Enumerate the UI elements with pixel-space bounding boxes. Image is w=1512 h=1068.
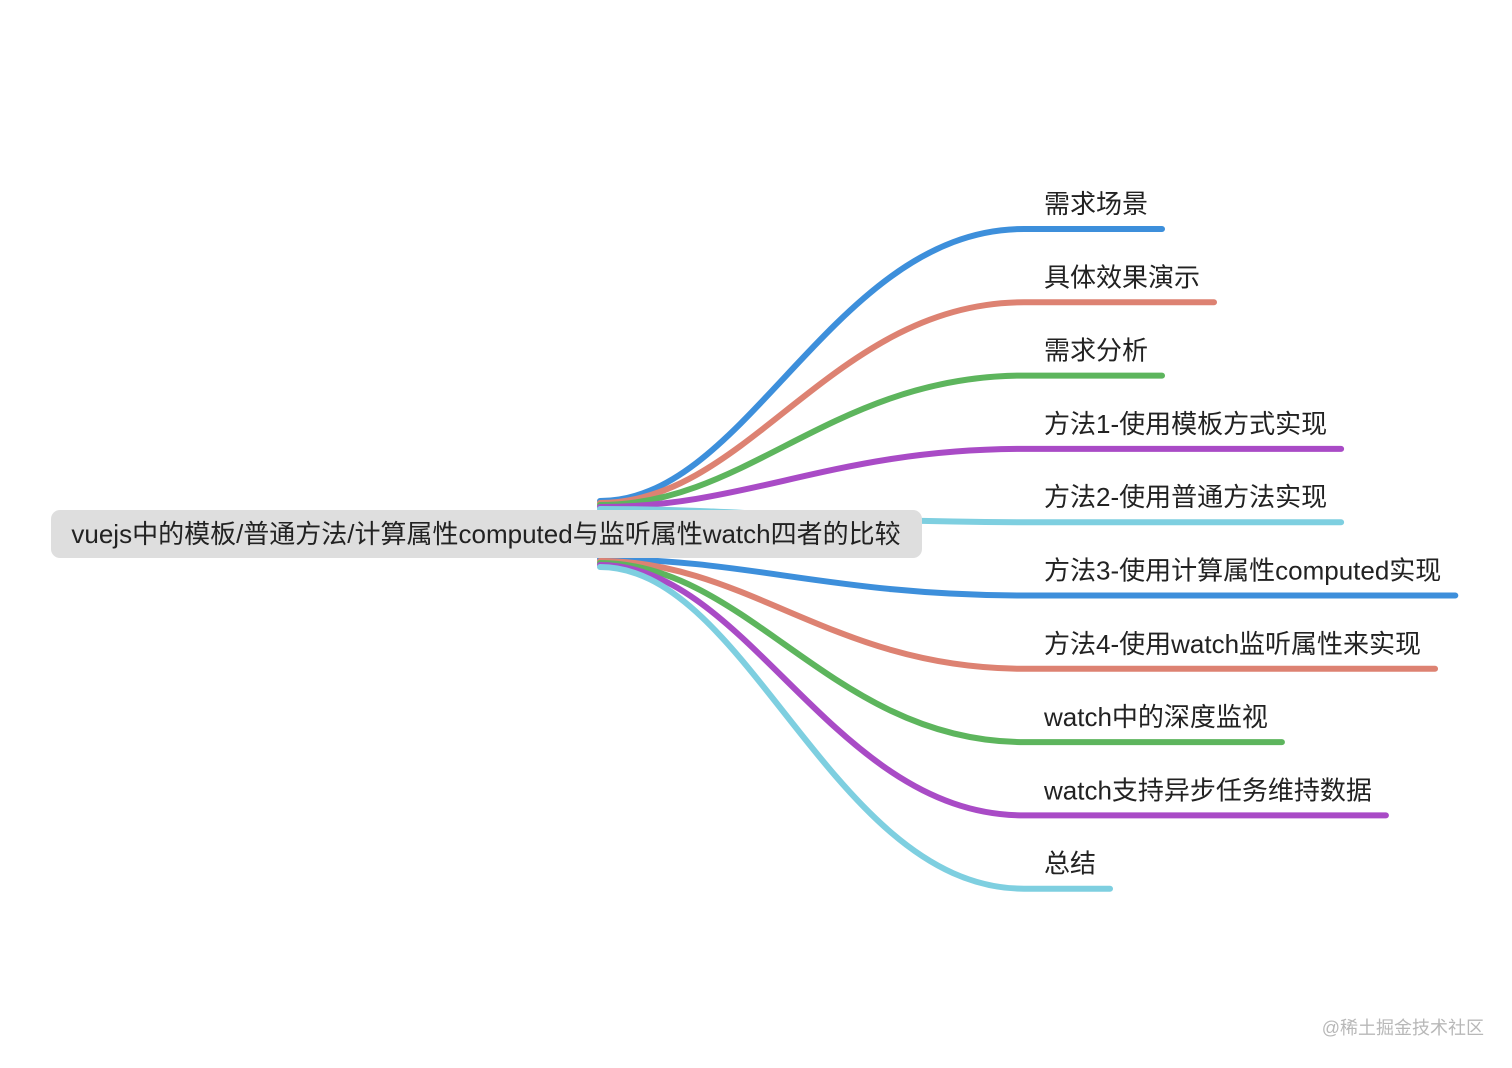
branch-label-4[interactable]: 方法1-使用模板方式实现 [1044,409,1327,439]
branch-edge-3 [597,372,1166,508]
watermark-text: @稀土掘金技术社区 [1321,1018,1484,1038]
branch-edge-8 [597,560,1285,746]
branch-label-9[interactable]: watch支持异步任务维持数据 [1043,775,1372,805]
branch-edge-4 [597,445,1345,510]
branch-edge-1 [597,226,1166,504]
branch-label-6[interactable]: 方法3-使用计算属性computed实现 [1044,556,1441,586]
branch-edge-7 [597,558,1439,672]
branch-label-7[interactable]: 方法4-使用watch监听属性来实现 [1044,629,1421,659]
branch-labels: 需求场景具体效果演示需求分析方法1-使用模板方式实现方法2-使用普通方法实现方法… [1043,189,1441,879]
root-node-box [51,510,922,558]
branch-edge-6 [597,556,1459,599]
branch-label-8[interactable]: watch中的深度监视 [1043,702,1268,732]
root-node[interactable]: vuejs中的模板/普通方法/计算属性computed与监听属性watch四者的… [51,510,922,558]
branch-label-1[interactable]: 需求场景 [1044,189,1148,219]
root-node-label: vuejs中的模板/普通方法/计算属性computed与监听属性watch四者的… [71,519,900,549]
branch-edge-10 [597,564,1114,892]
branch-label-2[interactable]: 具体效果演示 [1044,262,1200,292]
branch-label-10[interactable]: 总结 [1044,849,1096,879]
branch-edge-9 [597,562,1389,819]
branch-label-3[interactable]: 需求分析 [1044,336,1148,366]
branch-label-5[interactable]: 方法2-使用普通方法实现 [1044,482,1327,512]
branch-edge-2 [597,299,1218,506]
